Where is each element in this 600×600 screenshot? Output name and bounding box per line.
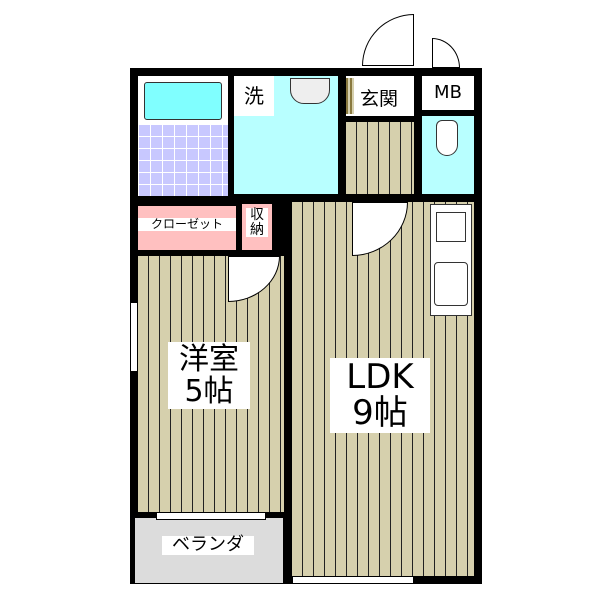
washroom-label: 洗 — [234, 76, 274, 116]
ldk-window[interactable] — [292, 576, 414, 584]
western-room-size: 5帖 — [184, 373, 234, 409]
storage-label: 収納 — [246, 208, 268, 238]
sink-icon — [290, 78, 330, 104]
entrance-label: 玄関 — [360, 88, 399, 110]
western-window[interactable] — [130, 302, 138, 372]
western-room-name: 洋室 — [179, 342, 239, 377]
toilet-icon — [436, 120, 458, 156]
hall-floor — [346, 122, 414, 194]
veranda-label: ベランダ — [162, 535, 254, 555]
bathtub-icon — [144, 82, 222, 120]
ldk-label: LDK 9帖 — [330, 357, 430, 434]
meter-box-label: MB — [422, 76, 474, 110]
western-room-label: 洋室 5帖 — [168, 342, 250, 409]
entrance — [346, 76, 414, 116]
veranda-window[interactable] — [156, 512, 266, 520]
mb-door[interactable] — [432, 38, 460, 68]
shoe-rack-icon — [346, 78, 354, 114]
closet-label: クローゼット — [138, 218, 236, 231]
stove-icon — [436, 212, 466, 242]
ldk-name: LDK — [346, 357, 414, 397]
kitchen-sink-icon — [434, 262, 468, 306]
ldk-size: 9帖 — [352, 392, 408, 433]
entrance-door[interactable] — [362, 14, 414, 66]
